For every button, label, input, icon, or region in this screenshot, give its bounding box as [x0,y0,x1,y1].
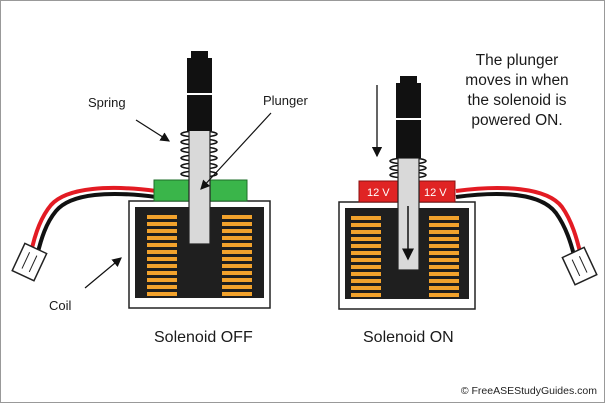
solenoid-off: Spring Plunger Coil Solenoid OFF [11,51,308,346]
plunger-arrow [200,112,272,190]
label-coil: Coil [49,298,72,313]
left-plunger-upper [187,58,212,93]
spring-arrow [135,119,171,142]
label-plunger: Plunger [263,93,308,108]
left-connector [11,242,48,282]
right-wire-red [455,186,583,257]
note-line-4: powered ON. [471,112,562,129]
solenoid-on: 12 V 12 V Solenoid ON [338,76,598,346]
left-wire-black [35,192,157,257]
note-line-2: moves in when [465,72,568,89]
voltage-label-right: 12 V [424,187,447,199]
copyright-text: © FreeASEStudyGuides.com [461,385,597,397]
note-text: The plunger moves in when the solenoid i… [465,52,568,129]
note-line-3: the solenoid is [467,92,566,109]
caption-solenoid-on: Solenoid ON [363,329,454,346]
left-plunger-upper-lower [187,95,212,131]
left-plunger-shaft [188,128,211,245]
label-spring: Spring [88,95,126,110]
coil-arrow [84,257,122,289]
right-plunger-upper [396,83,421,118]
caption-solenoid-off: Solenoid OFF [154,329,253,346]
voltage-label-left: 12 V [367,187,390,199]
right-connector [561,246,598,286]
right-plunger-tip [400,76,417,85]
left-plunger-tip [191,51,208,60]
left-wire-red [29,186,157,254]
right-wire-black [455,192,577,260]
note-line-1: The plunger [476,52,559,69]
right-plunger-upper-lower [396,120,421,158]
